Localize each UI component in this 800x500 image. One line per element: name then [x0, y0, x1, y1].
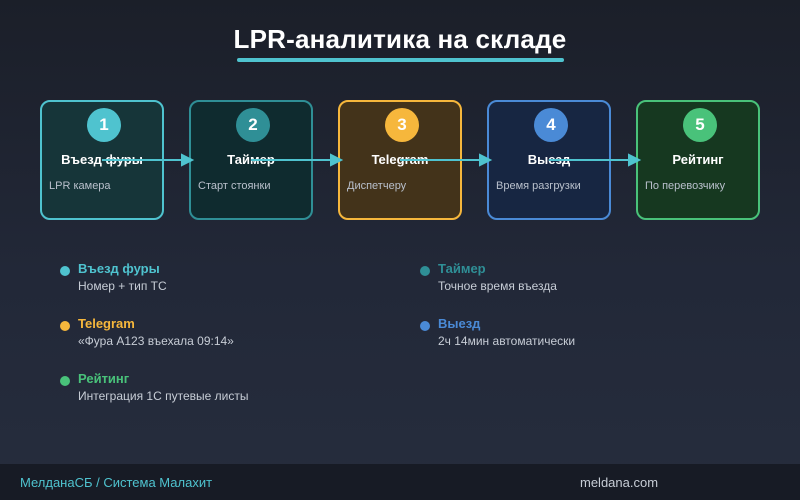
step-title: Рейтинг [672, 152, 724, 167]
legend-dot [420, 266, 430, 276]
legend-title: Въезд фуры [78, 261, 160, 276]
step-description: Время разгрузки [496, 180, 581, 192]
step-title: Въезд фуры [61, 152, 143, 167]
step-number-badge: 2 [236, 108, 270, 142]
step-description: LPR камера [49, 180, 111, 192]
legend-dot [60, 321, 70, 331]
step-title: Таймер [227, 152, 275, 167]
page-title: LPR-аналитика на складе [233, 24, 567, 54]
step-number-badge: 1 [87, 108, 121, 142]
step-box-5: 5 Рейтинг По перевозчику [636, 100, 760, 220]
legend-description: Номер + тип ТС [78, 279, 167, 293]
legend-description: Интеграция 1С путевые листы [78, 389, 249, 403]
legend-dot [60, 266, 70, 276]
footer-brand: МелданаСБ / Система Малахит [20, 475, 213, 490]
legend-dot [420, 321, 430, 331]
legend-description: «Фура А123 въехала 09:14» [78, 334, 234, 348]
step-number-badge: 3 [385, 108, 419, 142]
step-description: Диспетчеру [347, 180, 407, 192]
step-box-4: 4 Выезд Время разгрузки [487, 100, 611, 220]
step-description: По перевозчику [645, 180, 726, 192]
legend-description: 2ч 14мин автоматически [438, 334, 576, 348]
step-title: Telegram [371, 152, 429, 167]
step-number-badge: 4 [534, 108, 568, 142]
step-description: Старт стоянки [198, 180, 271, 192]
legend-title: Telegram [78, 316, 135, 331]
title-underline [237, 58, 564, 62]
legend-description: Точное время въезда [438, 279, 557, 293]
legend-title: Выезд [438, 316, 481, 331]
step-title: Выезд [527, 152, 571, 167]
legend-dot [60, 376, 70, 386]
step-box-2: 2 Таймер Старт стоянки [189, 100, 313, 220]
legend-title: Таймер [438, 261, 486, 276]
step-number-badge: 5 [683, 108, 717, 142]
step-box-3: 3 Telegram Диспетчеру [338, 100, 462, 220]
footer-bar: МелданаСБ / Система Малахит meldana.com [0, 464, 800, 500]
legend-title: Рейтинг [78, 371, 130, 386]
footer-website-link[interactable]: meldana.com [580, 475, 659, 490]
step-box-1: 1 Въезд фуры LPR камера [40, 100, 164, 220]
